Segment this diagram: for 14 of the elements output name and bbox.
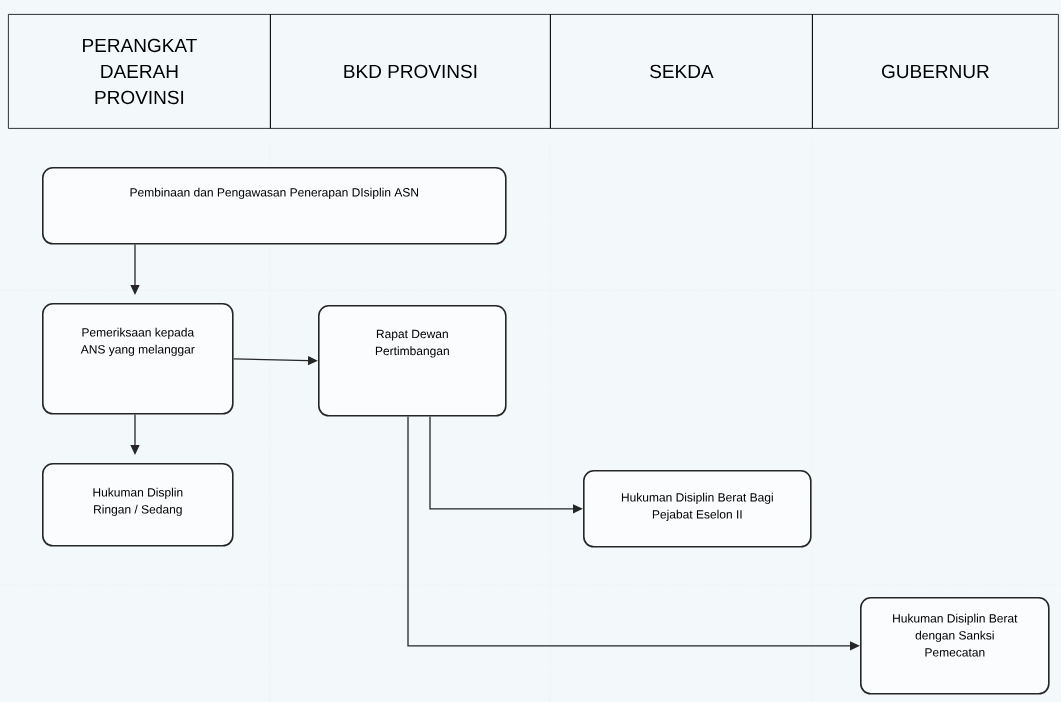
column-header: PERANGKAT DAERAH PROVINSI xyxy=(8,14,271,129)
process-box: Rapat Dewan Pertimbangan xyxy=(318,305,507,417)
process-box: Hukuman Displin Ringan / Sedang xyxy=(42,463,234,547)
arrow xyxy=(130,243,140,295)
arrow xyxy=(407,415,860,651)
process-box: Pembinaan dan Pengawasan Penerapan DIsiplin ASN xyxy=(42,167,507,245)
column-header: GUBERNUR xyxy=(812,14,1059,129)
arrow xyxy=(429,415,583,514)
process-box: Hukuman Disiplin Berat Bagi Pejabat Eselon II xyxy=(583,470,812,548)
column-header: SEKDA xyxy=(550,14,813,129)
arrow xyxy=(130,413,140,455)
column-header: BKD PROVINSI xyxy=(270,14,551,129)
process-box: Hukuman Disiplin Berat dengan Sanksi Pemecatan xyxy=(860,597,1050,695)
process-box: Pemeriksaan kepada ANS yang melanggar xyxy=(42,303,234,415)
